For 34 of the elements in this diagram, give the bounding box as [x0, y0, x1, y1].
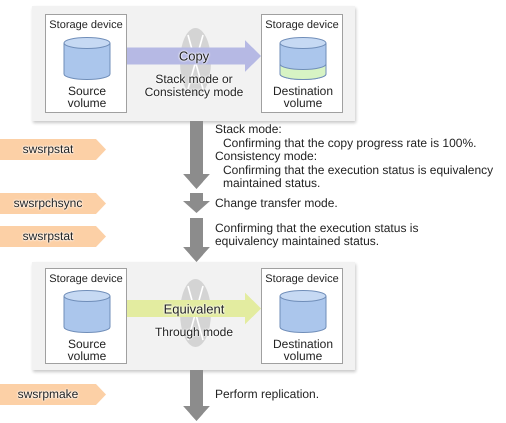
storage-box	[45, 14, 127, 113]
step-description: Confirming that the execution status is equivalency maintained status.	[223, 164, 494, 190]
block-arrow	[127, 292, 261, 324]
block-arrow	[127, 40, 261, 72]
command-tag: swsrpmake	[0, 384, 106, 405]
box-title: Storage device	[265, 19, 339, 32]
step-heading: Stack mode:	[215, 123, 282, 136]
storage-box	[45, 268, 127, 364]
storage-box	[261, 14, 343, 113]
command-tag: swsrpchsync	[0, 193, 106, 214]
block-arrow	[183, 218, 210, 262]
volume-label: Source volume	[68, 85, 106, 109]
step-panel	[32, 6, 355, 121]
volume-label: Source volume	[68, 338, 106, 362]
block-arrow	[183, 370, 210, 421]
box-title: Storage device	[49, 273, 123, 286]
storage-box	[261, 268, 343, 364]
volume-label: Destination volume	[272, 85, 334, 109]
mode-caption: Stack mode or Consistency mode	[144, 73, 244, 99]
step-description: Confirming that the copy progress rate is 100%.	[223, 137, 476, 150]
step-description: Change transfer mode.	[215, 197, 338, 210]
box-title: Storage device	[265, 273, 339, 286]
step-description: Perform replication.	[215, 388, 320, 401]
step-panel	[32, 262, 355, 370]
edge-label: Copy	[178, 48, 210, 64]
edge-label: Equivalent	[164, 301, 224, 316]
command-tag: swsrpstat	[0, 139, 106, 160]
step-description: Confirming that the execution status is equivalency maintained status.	[215, 222, 420, 248]
step-heading: Consistency mode:	[215, 150, 318, 163]
block-arrow	[183, 121, 210, 189]
command-tag: swsrpstat	[0, 226, 106, 247]
volume-label: Destination volume	[272, 338, 334, 362]
box-title: Storage device	[49, 19, 123, 32]
mode-caption: Through mode	[154, 326, 234, 339]
